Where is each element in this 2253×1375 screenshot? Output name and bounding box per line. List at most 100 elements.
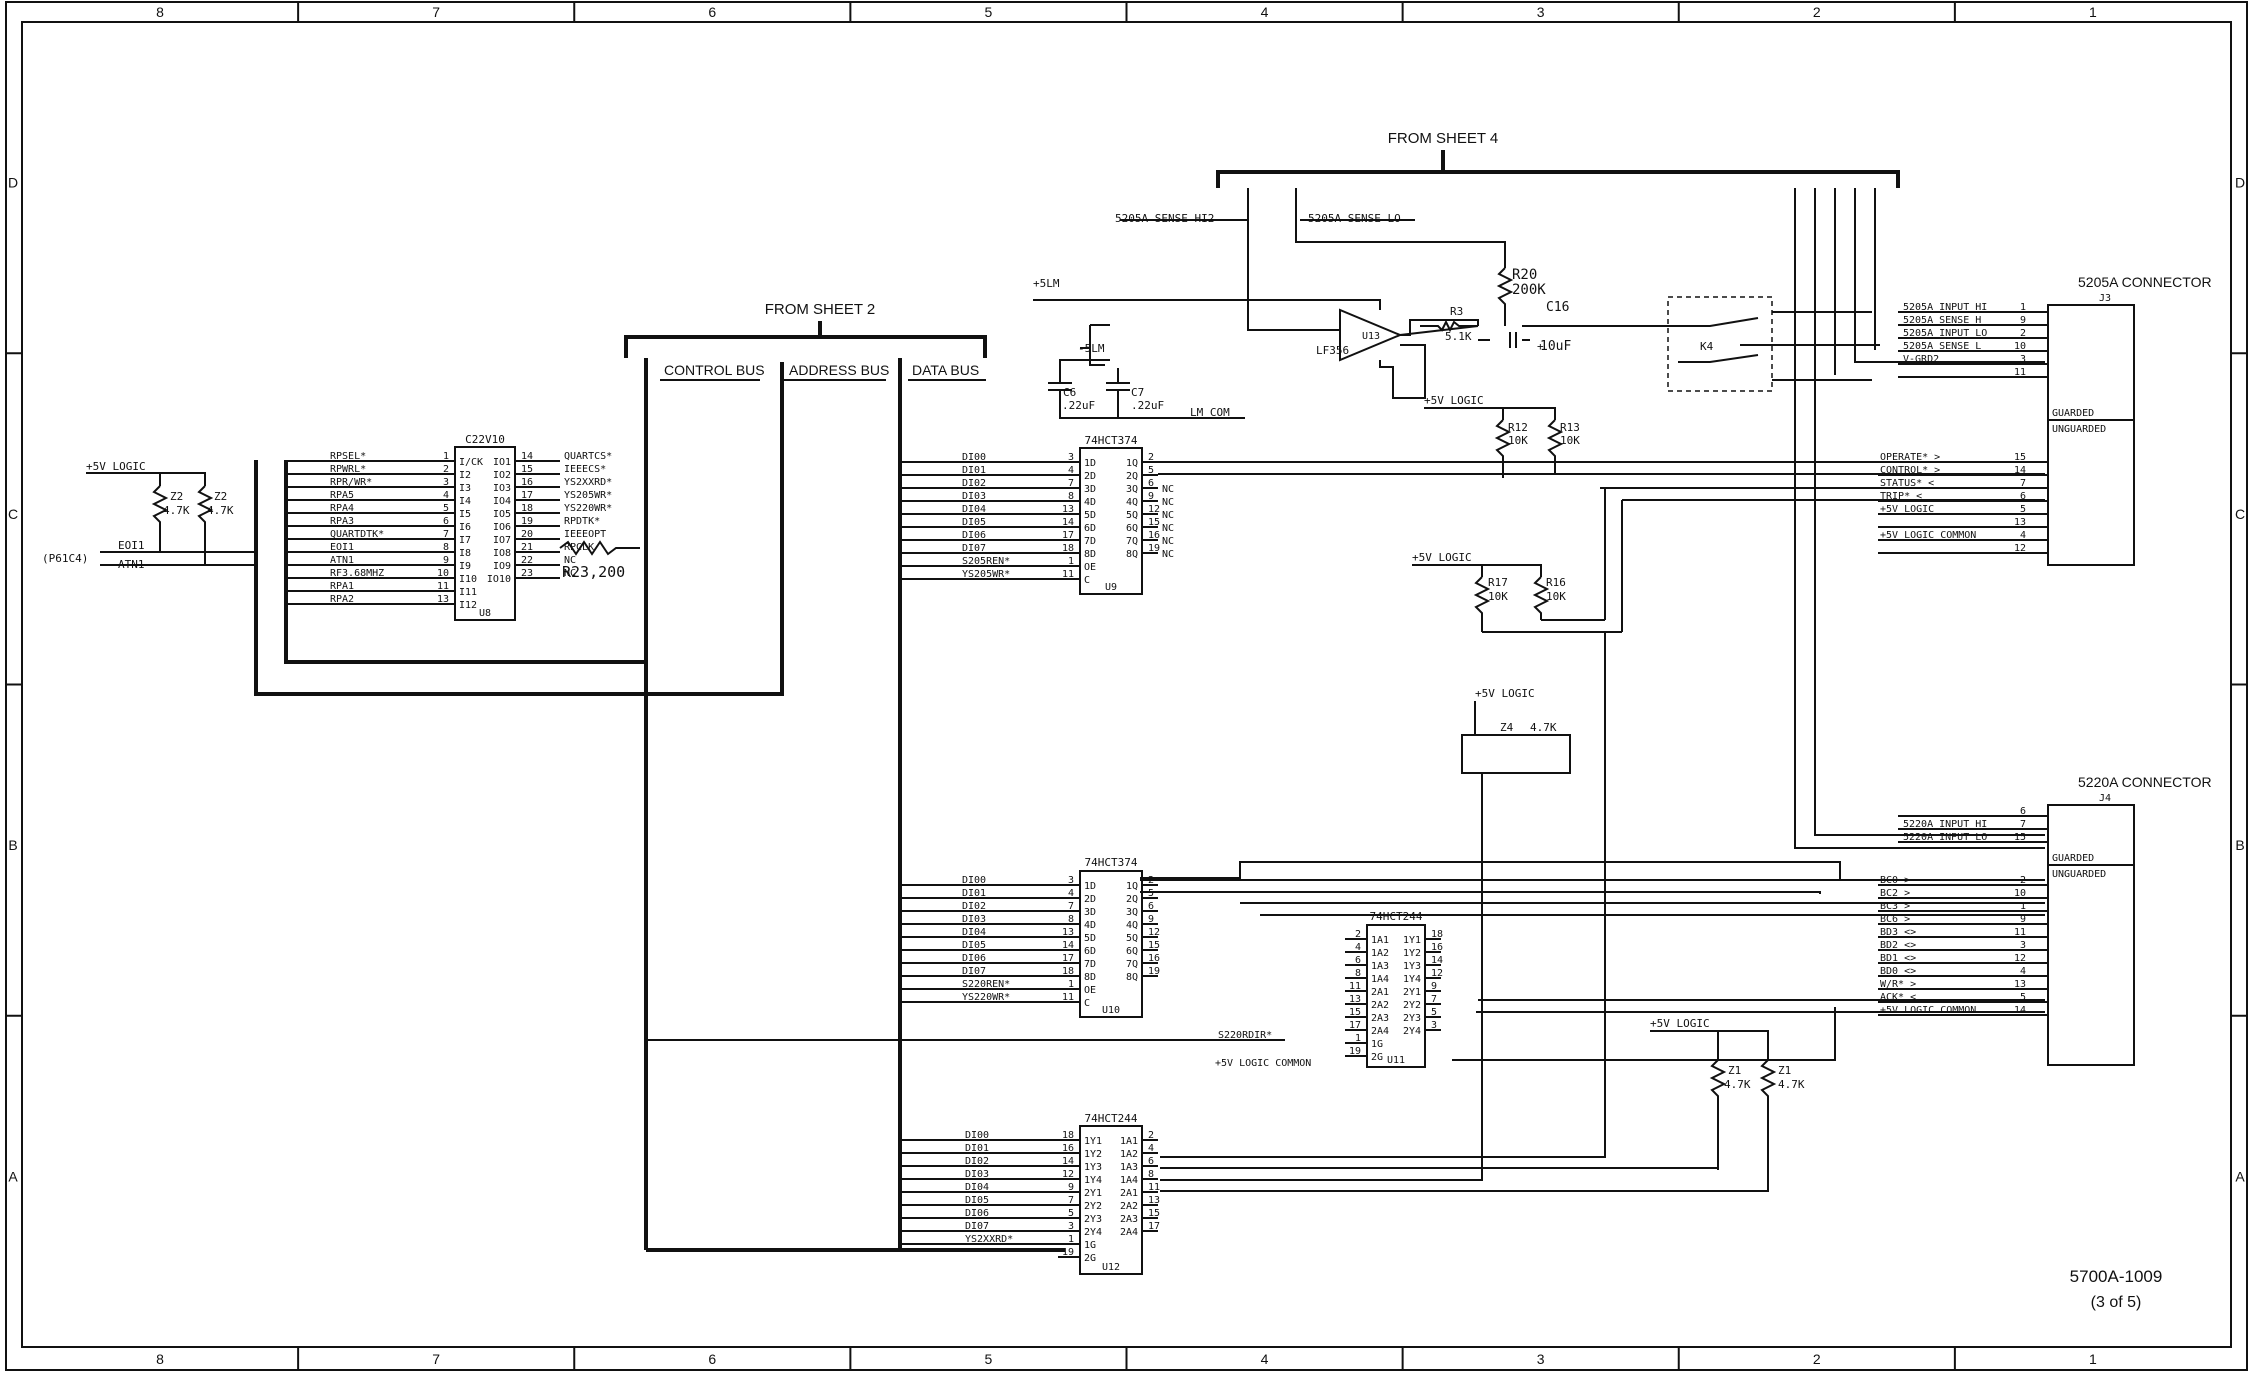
- connector-pin: 15: [2014, 452, 2026, 463]
- ic-pin-num: 8: [1148, 1169, 1154, 1180]
- ic-pin-num: 19: [1148, 543, 1160, 554]
- ic-pin-name: 3D: [1084, 484, 1096, 495]
- ic-pin-name: 1A4: [1120, 1175, 1138, 1186]
- zone-row-right: A: [2235, 1168, 2245, 1184]
- ic-pin-name: 2A2: [1120, 1201, 1138, 1212]
- svg-text:Z1: Z1: [1728, 1064, 1741, 1077]
- ic-signal-label: NC: [564, 555, 576, 566]
- svg-text:+: +: [1537, 340, 1544, 353]
- ic-signal-label: DI03: [965, 1169, 989, 1180]
- ic-pin-num: 6: [1148, 901, 1154, 912]
- connector-pin: 7: [2020, 478, 2026, 489]
- ic-pin-num: 18: [1062, 1130, 1074, 1141]
- ic-pin-name: 6D: [1084, 946, 1096, 957]
- svg-text:LF356: LF356: [1316, 344, 1349, 357]
- ic-pin-num: 15: [521, 464, 533, 475]
- ic-pin-num: 16: [1148, 530, 1160, 541]
- svg-text:R13: R13: [1560, 421, 1580, 434]
- ic-pin-name: 1D: [1084, 881, 1096, 892]
- from-sheet-4-bracket: FROM SHEET 4: [1216, 130, 1900, 188]
- connector-pin: 2: [2020, 328, 2026, 339]
- ic-pin-num: 7: [1068, 1195, 1074, 1206]
- ic-signal-label: RPSEL*: [330, 451, 366, 462]
- ic-pin-name: 1A3: [1120, 1162, 1138, 1173]
- svg-text:+5V LOGIC: +5V LOGIC: [1475, 687, 1535, 700]
- ic-pin-name: 2Q: [1126, 894, 1138, 905]
- connector-pin: 15: [2014, 832, 2026, 843]
- ic-pin-name: I9: [459, 561, 471, 572]
- zone-col-top: 7: [432, 4, 440, 20]
- connector-pin: 9: [2020, 914, 2026, 925]
- ic-pin-name: 2Q: [1126, 471, 1138, 482]
- guarded-label: GUARDED: [2052, 408, 2094, 419]
- ic-pin-num: 17: [1062, 530, 1074, 541]
- ic-pin-name: 2D: [1084, 894, 1096, 905]
- ic-signal-label: S205REN*: [962, 556, 1010, 567]
- connector-signal: ACK* <: [1880, 992, 1916, 1003]
- ic-signal-label: DI03: [962, 914, 986, 925]
- ic-signal-label: DI07: [965, 1221, 989, 1232]
- connector-signal: BD3 <>: [1880, 927, 1916, 938]
- ic-pin-num: 14: [1062, 940, 1074, 951]
- ic-pin-name: 2A3: [1120, 1214, 1138, 1225]
- ic-pin-num: 20: [521, 529, 533, 540]
- ic-signal-label: DI07: [962, 543, 986, 554]
- ic-signal-label: DI06: [965, 1208, 989, 1219]
- zone-col-bottom: 7: [432, 1351, 440, 1367]
- ic-pin-num: 17: [1148, 1221, 1160, 1232]
- u8-pal: C22V10U8I/CK1RPSEL*I22RPWRL*I33RPR/WR*I4…: [285, 433, 640, 621]
- ic-pin-name: I4: [459, 496, 471, 507]
- svg-text:10K: 10K: [1560, 434, 1580, 447]
- bus-lines: [254, 358, 1065, 1252]
- ic-pin-num: 5: [1431, 1007, 1437, 1018]
- atn-label: ATN1: [118, 558, 145, 571]
- connector-pin: 14: [2014, 465, 2026, 476]
- connector-signal: STATUS* <: [1880, 478, 1934, 489]
- control-bus-label: CONTROL BUS: [664, 362, 765, 378]
- ic-pin-num: 1: [1355, 1033, 1361, 1044]
- ic-pin-num: 7: [1068, 901, 1074, 912]
- ic-pin-name: 2Y1: [1403, 987, 1421, 998]
- ic-pin-num: 2: [1148, 452, 1154, 463]
- ic-pin-name: 2Y2: [1084, 1201, 1102, 1212]
- ic-pin-name: 1A2: [1371, 948, 1389, 959]
- ic-signal-label: DI06: [962, 530, 986, 541]
- ic-pin-name: 4Q: [1126, 497, 1138, 508]
- ic-pin-name: 1G: [1084, 1240, 1096, 1251]
- ic-signal-label: DI01: [962, 465, 986, 476]
- zone-row-right: C: [2235, 506, 2245, 522]
- ic-pin-name: 8D: [1084, 549, 1096, 560]
- ic-signal-label: RPR/WR*: [330, 477, 372, 488]
- zone-row-right: B: [2235, 837, 2244, 853]
- svg-text:K4: K4: [1700, 340, 1714, 353]
- ic-pin-name: 2Y1: [1084, 1188, 1102, 1199]
- ic-pin-num: 5: [1148, 465, 1154, 476]
- ic-pin-name: 1A1: [1371, 935, 1389, 946]
- ic-pin-num: 15: [1349, 1007, 1361, 1018]
- connector-pin: 7: [2020, 819, 2026, 830]
- connector-pin: 14: [2014, 1005, 2026, 1016]
- ic-signal-label: DI05: [965, 1195, 989, 1206]
- ic-pin-name: 7Q: [1126, 536, 1138, 547]
- nc-label: NC: [1162, 523, 1174, 534]
- ic-pin-num: 3: [1068, 452, 1074, 463]
- ic-pin-num: 8: [1068, 491, 1074, 502]
- connector-signal: 5205A SENSE H: [1903, 315, 1981, 326]
- ic-pin-name: I10: [459, 574, 477, 585]
- ic-pin-num: 14: [1062, 1156, 1074, 1167]
- zone-col-bottom: 3: [1537, 1351, 1545, 1367]
- ic-pin-num: 16: [1148, 953, 1160, 964]
- ic-pin-name: 1Y3: [1084, 1162, 1102, 1173]
- svg-text:4.7K: 4.7K: [207, 504, 234, 517]
- ic-part-name: 74HCT374: [1085, 856, 1138, 869]
- ic-pin-name: 2A4: [1371, 1026, 1389, 1037]
- r23-label: R23,200: [562, 563, 625, 581]
- ic-pin-name: 2Y3: [1084, 1214, 1102, 1225]
- zone-col-bottom: 1: [2089, 1351, 2097, 1367]
- connector-pin: 1: [2020, 901, 2026, 912]
- ic-pin-num: 5: [1068, 1208, 1074, 1219]
- ic-pin-num: 23: [521, 568, 533, 579]
- ic-pin-num: 15: [1148, 517, 1160, 528]
- ic-pin-name: OE: [1084, 985, 1096, 996]
